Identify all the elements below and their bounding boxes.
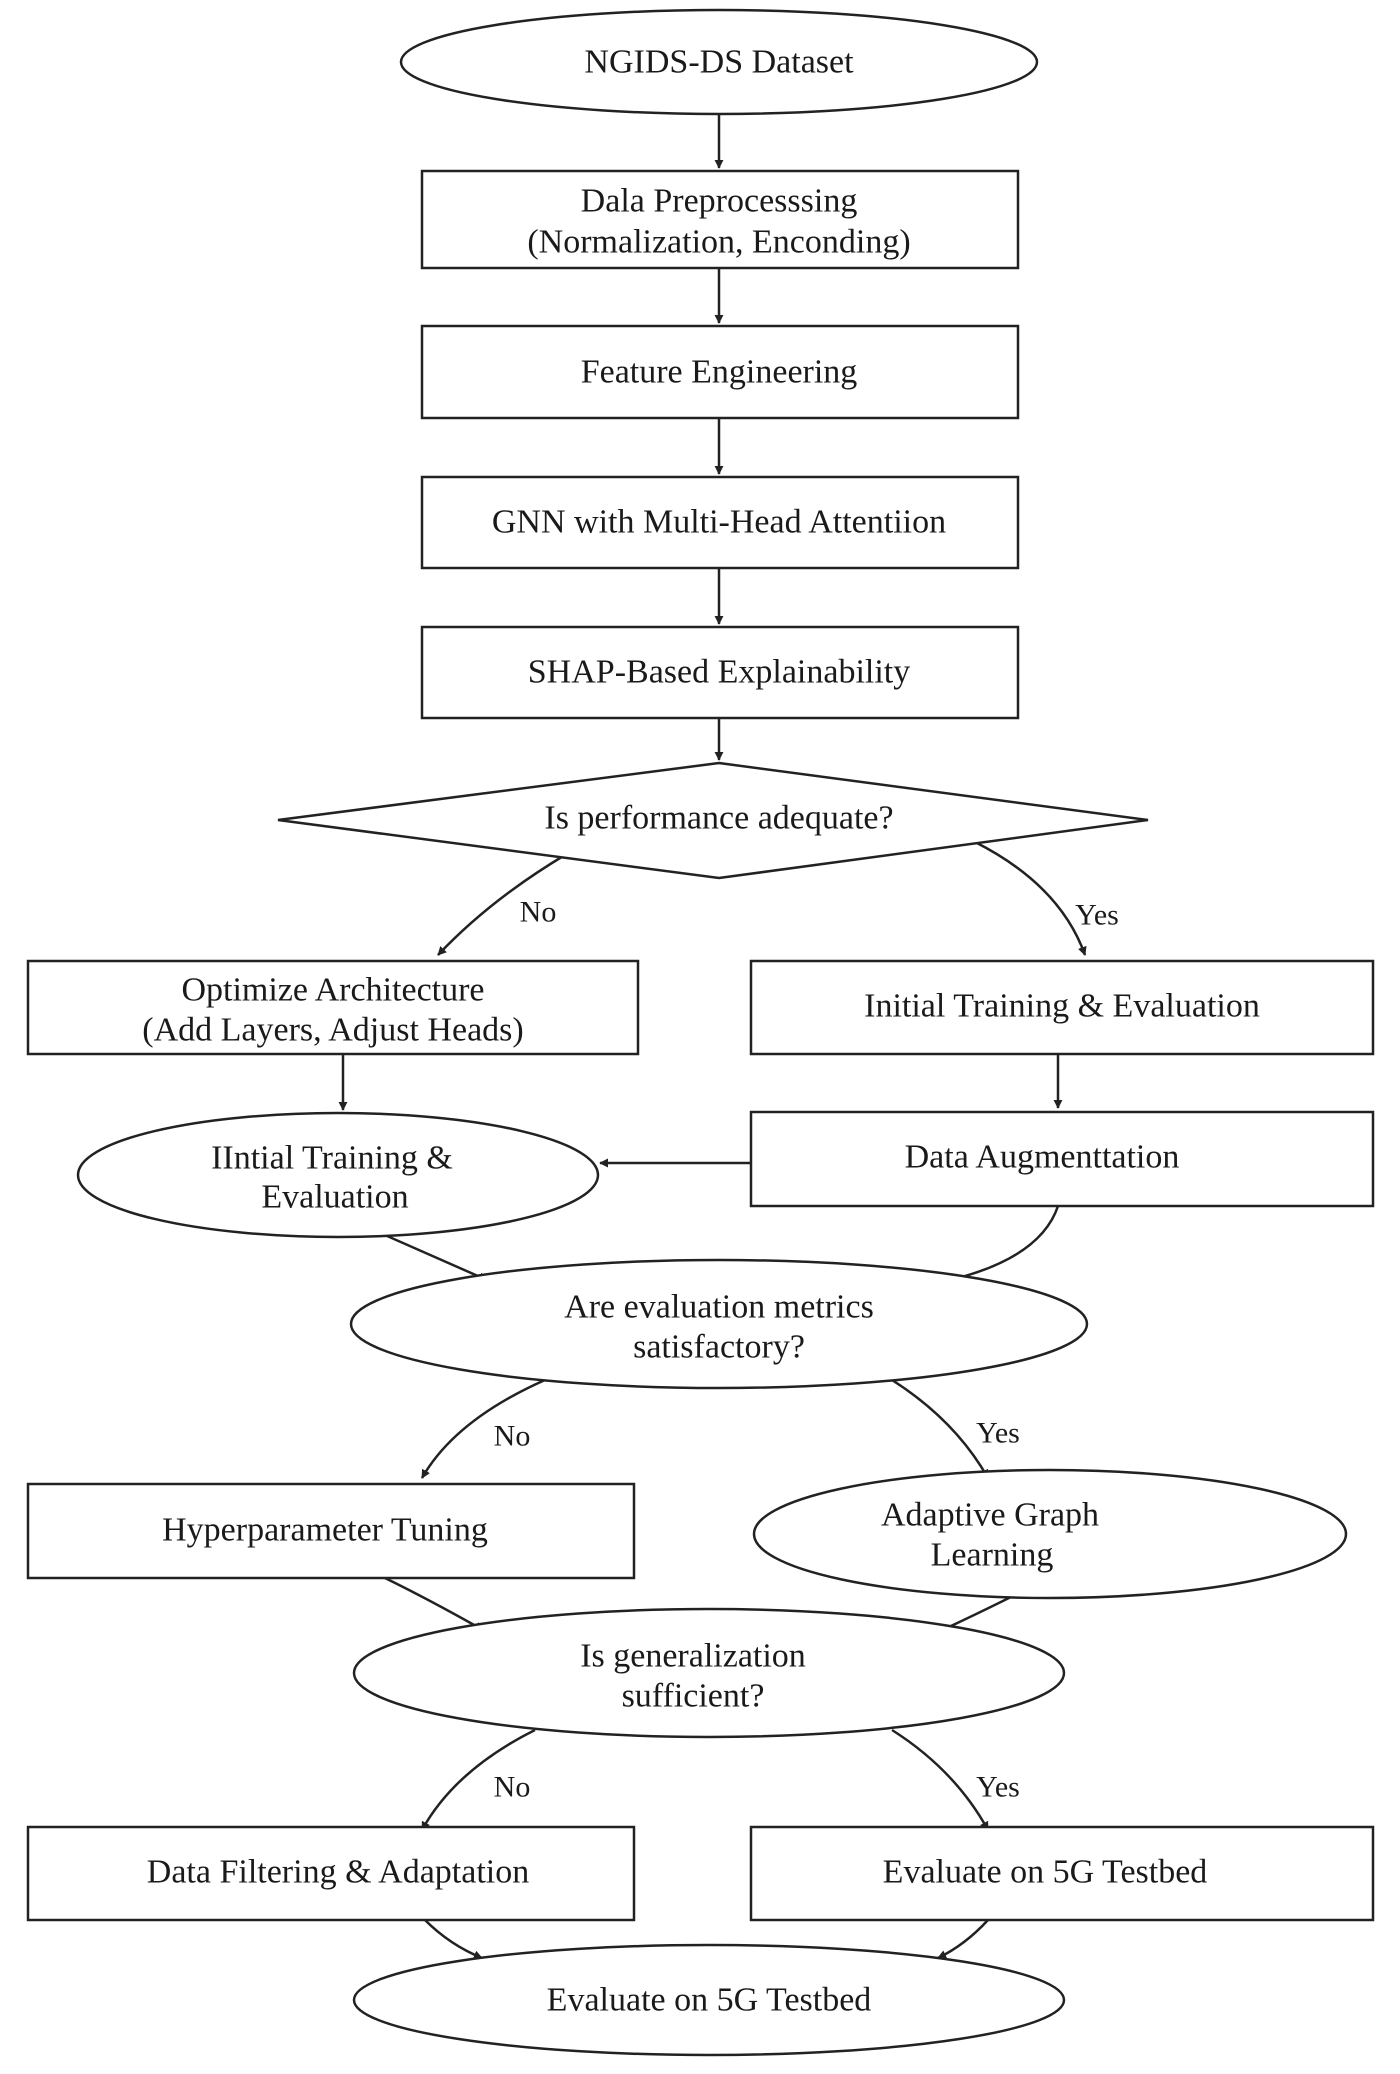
node-adaptive-graph-shape: [752, 1468, 1348, 1600]
node-shap: SHAP-Based Explainability: [420, 625, 1020, 720]
node-dataset: NGIDS-DS Dataset: [399, 8, 1039, 116]
node-initial-training-left-line2: Evaluation: [261, 1179, 408, 1216]
node-evaluate-5g-box: Evaluate on 5G Testbed: [749, 1825, 1375, 1922]
node-dataset-label: NGIDS-DS Dataset: [584, 44, 854, 81]
edge-filtering-to-final: [424, 1919, 483, 1960]
node-gnn-shape: [420, 475, 1020, 570]
decision-metrics-line2: satisfactory?: [633, 1329, 805, 1366]
node-evaluate-5g-box-shape: [749, 1825, 1375, 1922]
node-adaptive-graph-line2: Learning: [931, 1537, 1054, 1574]
decision-performance-shape: [277, 761, 1149, 880]
edge-5g-box-to-final: [937, 1919, 989, 1960]
node-initial-training-right-shape: [749, 959, 1375, 1056]
edge-generalization-no: [420, 1728, 536, 1831]
decision-generalization-line2: sufficient?: [622, 1678, 765, 1715]
node-initial-training-left: IIntial Training & Evaluation: [76, 1111, 600, 1239]
node-preprocessing: Dala Preprocesssing (Normalization, Enco…: [420, 169, 1020, 270]
decision-performance: Is performance adequate?: [277, 761, 1149, 880]
edge-labels: No Yes No Yes No Yes: [494, 896, 1119, 1804]
node-shap-shape: [420, 625, 1020, 720]
decision-generalization-shape: [352, 1607, 1066, 1739]
node-adaptive-graph-line1: Adaptive Graph: [881, 1497, 1099, 1534]
node-optimize-architecture: Optimize Architecture (Add Layers, Adjus…: [26, 959, 640, 1056]
node-gnn-label: GNN with Multi-Head Attentiion: [492, 504, 946, 541]
node-optimize-architecture-line1: Optimize Architecture: [181, 972, 484, 1009]
edge-generalization-yes: [891, 1728, 990, 1831]
node-initial-training-right: Initial Training & Evaluation: [749, 959, 1375, 1056]
node-initial-training-right-label: Initial Training & Evaluation: [864, 988, 1260, 1025]
decision-metrics-line1: Are evaluation metrics: [564, 1289, 874, 1326]
node-adaptive-graph: Adaptive Graph Learning: [752, 1468, 1348, 1600]
label-generalization-yes: Yes: [976, 1771, 1020, 1804]
edge-metrics-no: [420, 1378, 546, 1479]
decision-generalization-line1: Is generalization: [580, 1638, 806, 1675]
label-metrics-yes: Yes: [976, 1417, 1020, 1450]
label-generalization-no: No: [494, 1771, 531, 1804]
node-data-filtering-shape: [26, 1825, 636, 1922]
node-data-filtering: Data Filtering & Adaptation: [26, 1825, 636, 1922]
node-data-filtering-label: Data Filtering & Adaptation: [147, 1854, 529, 1891]
edge-metrics-yes: [891, 1378, 990, 1479]
node-shap-label: SHAP-Based Explainability: [528, 654, 910, 691]
node-feature-engineering: Feature Engineering: [420, 324, 1020, 420]
edge-hyperparameter-to-generalization: [384, 1576, 484, 1632]
node-data-augmentation-shape: [749, 1110, 1375, 1208]
node-dataset-shape: [399, 8, 1039, 116]
label-performance-yes: Yes: [1075, 899, 1119, 932]
node-optimize-architecture-line2: (Add Layers, Adjust Heads): [142, 1012, 523, 1049]
edge-performance-no: [437, 853, 566, 956]
edge-performance-yes: [974, 840, 1087, 956]
node-hyperparameter-tuning: Hyperparameter Tuning: [26, 1482, 636, 1580]
node-preprocessing-line2: (Normalization, Enconding): [527, 224, 910, 261]
node-gnn: GNN with Multi-Head Attentiion: [420, 475, 1020, 570]
node-evaluate-5g-final-shape: [352, 1943, 1066, 2057]
node-evaluate-5g-box-label: Evaluate on 5G Testbed: [883, 1854, 1208, 1891]
node-preprocessing-line1: Dala Preprocesssing: [581, 183, 858, 220]
node-hyperparameter-tuning-label: Hyperparameter Tuning: [162, 1512, 488, 1549]
node-hyperparameter-tuning-shape: [26, 1482, 636, 1580]
node-data-augmentation: Data Augmenttation: [749, 1110, 1375, 1208]
edge-augmentation-to-metrics: [941, 1205, 1060, 1285]
node-feature-engineering-shape: [420, 324, 1020, 420]
label-performance-no: No: [520, 896, 557, 929]
label-metrics-no: No: [494, 1420, 531, 1453]
edge-initial-left-to-metrics: [377, 1230, 488, 1282]
node-evaluate-5g-final-label: Evaluate on 5G Testbed: [547, 1982, 872, 2019]
node-optimize-architecture-shape: [26, 959, 640, 1056]
decision-generalization: Is generalization sufficient?: [352, 1607, 1066, 1739]
node-initial-training-left-line1: IIntial Training &: [211, 1140, 453, 1177]
decision-performance-label: Is performance adequate?: [544, 800, 893, 837]
decision-metrics-shape: [349, 1258, 1089, 1390]
node-initial-training-left-shape: [76, 1111, 600, 1239]
node-data-augmentation-label: Data Augmenttation: [905, 1139, 1180, 1176]
node-evaluate-5g-final: Evaluate on 5G Testbed: [352, 1943, 1066, 2057]
decision-metrics: Are evaluation metrics satisfactory?: [349, 1258, 1089, 1390]
node-preprocessing-shape: [420, 169, 1020, 270]
node-feature-engineering-label: Feature Engineering: [581, 354, 858, 391]
